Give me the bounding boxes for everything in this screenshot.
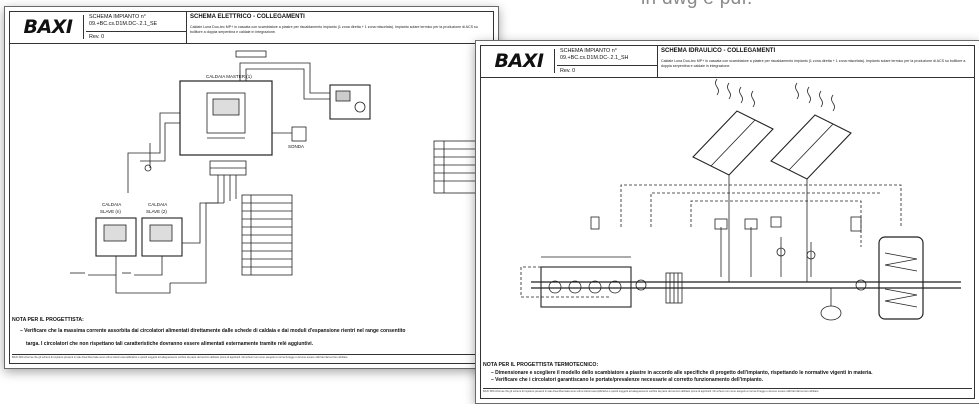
sheet-frame: BAXI SCHEMA IMPIANTO n° 09.+BC.cs.D1M.DC… (480, 45, 975, 399)
expansion-vessel (820, 305, 842, 321)
label-master: CALDAIA MASTER (1) (206, 74, 252, 79)
schema-description: Caldaie Luna Duo-tec MP+ in cascata con … (661, 59, 966, 68)
electrical-drawing: CALDAIA MASTER (1) CALDAIA SLAVE (n) CAL… (70, 50, 491, 294)
circulator-pump (635, 279, 647, 291)
nota-title: NOTA PER IL PROGETTISTA: (12, 317, 84, 323)
remote-controller (329, 84, 371, 120)
boiler-cascade (540, 266, 632, 308)
schema-code: 09.+BC.cs.D1M.DC-.2.1_SH (560, 54, 629, 61)
nota-line-2: – Verificare che i circolatori garantisc… (491, 377, 764, 383)
sonda-sensor (291, 126, 307, 142)
revision: Rev. 0 (86, 31, 186, 43)
footer-disclaimer: BAXI SPA informa che gli schemi di impia… (483, 388, 972, 394)
hydraulic-schema-sheet[interactable]: BAXI SCHEMA IMPIANTO n° 09.+BC.cs.D1M.DC… (475, 40, 979, 404)
schema-title: SCHEMA IDRAULICO - COLLEGAMENTI (661, 48, 776, 54)
solar-panel-2 (770, 114, 852, 180)
label-slave-2-2: SLAVE (2) (146, 209, 167, 214)
circulator-pump (855, 279, 867, 291)
master-display (212, 98, 240, 116)
schema-title-cell: SCHEMA IDRAULICO - COLLEGAMENTI Caldaie … (658, 46, 974, 77)
solar-storage-tank (878, 236, 924, 320)
title-block: BAXI SCHEMA IMPIANTO n° 09.+BC.cs.D1M.DC… (481, 46, 974, 78)
schema-code: 09.+BC.cs.D1M.DC-.2.1_SE (89, 20, 158, 27)
title-block: BAXI SCHEMA IMPIANTO n° 09.+BC.cs.D1M.DC… (10, 12, 493, 44)
label-slave-n-1: CALDAIA (102, 202, 121, 207)
label-slave-n-2: SLAVE (n) (100, 209, 121, 214)
label-sonda: SONDA (288, 144, 304, 149)
nota-title: NOTA PER IL PROGETTISTA TERMOTECNICO: (483, 362, 599, 368)
baxi-logo: BAXI (484, 49, 555, 73)
solar-panel-1 (692, 110, 774, 176)
master-boiler-box (179, 80, 273, 156)
electrical-schema-sheet[interactable]: BAXI SCHEMA IMPIANTO n° 09.+BC.cs.D1M.DC… (4, 6, 499, 369)
master-control-board (206, 92, 246, 134)
baxi-logo: BAXI (13, 15, 84, 39)
schema-id: SCHEMA IMPIANTO n° 09.+BC.cs.D1M.DC-.2.1… (560, 48, 628, 61)
footer-disclaimer: BAXI SPA informa che gli schemi di impia… (12, 354, 491, 360)
schema-title: SCHEMA ELETTRICO - COLLEGAMENTI (190, 14, 305, 20)
nota-line-2: targa. I circolatori che non rispettano … (26, 341, 314, 347)
sheet-frame: BAXI SCHEMA IMPIANTO n° 09.+BC.cs.D1M.DC… (9, 11, 494, 364)
schema-id-cell: SCHEMA IMPIANTO n° 09.+BC.cs.D1M.DC-.2.1… (557, 46, 658, 77)
schema-description: Caldaie Luna Duo-tec MP+ in cascata con … (190, 25, 478, 34)
hydraulic-drawing (520, 78, 961, 321)
schema-id: SCHEMA IMPIANTO n° 09.+BC.cs.D1M.DC-.2.1… (89, 14, 157, 27)
schema-label: SCHEMA IMPIANTO n° (89, 14, 146, 20)
nota-line-1: – Verificare che la massima corrente ass… (20, 328, 406, 334)
caption-text: in dwg e pdf. (641, 0, 753, 10)
nota-line-1: – Dimensionare e scegliere il modello de… (491, 370, 873, 376)
schema-id-cell: SCHEMA IMPIANTO n° 09.+BC.cs.D1M.DC-.2.1… (86, 12, 187, 43)
revision: Rev. 0 (557, 65, 657, 77)
schema-label: SCHEMA IMPIANTO n° (560, 48, 617, 54)
label-slave-2-1: CALDAIA (148, 202, 167, 207)
schema-title-cell: SCHEMA ELETTRICO - COLLEGAMENTI Caldaie … (187, 12, 493, 43)
